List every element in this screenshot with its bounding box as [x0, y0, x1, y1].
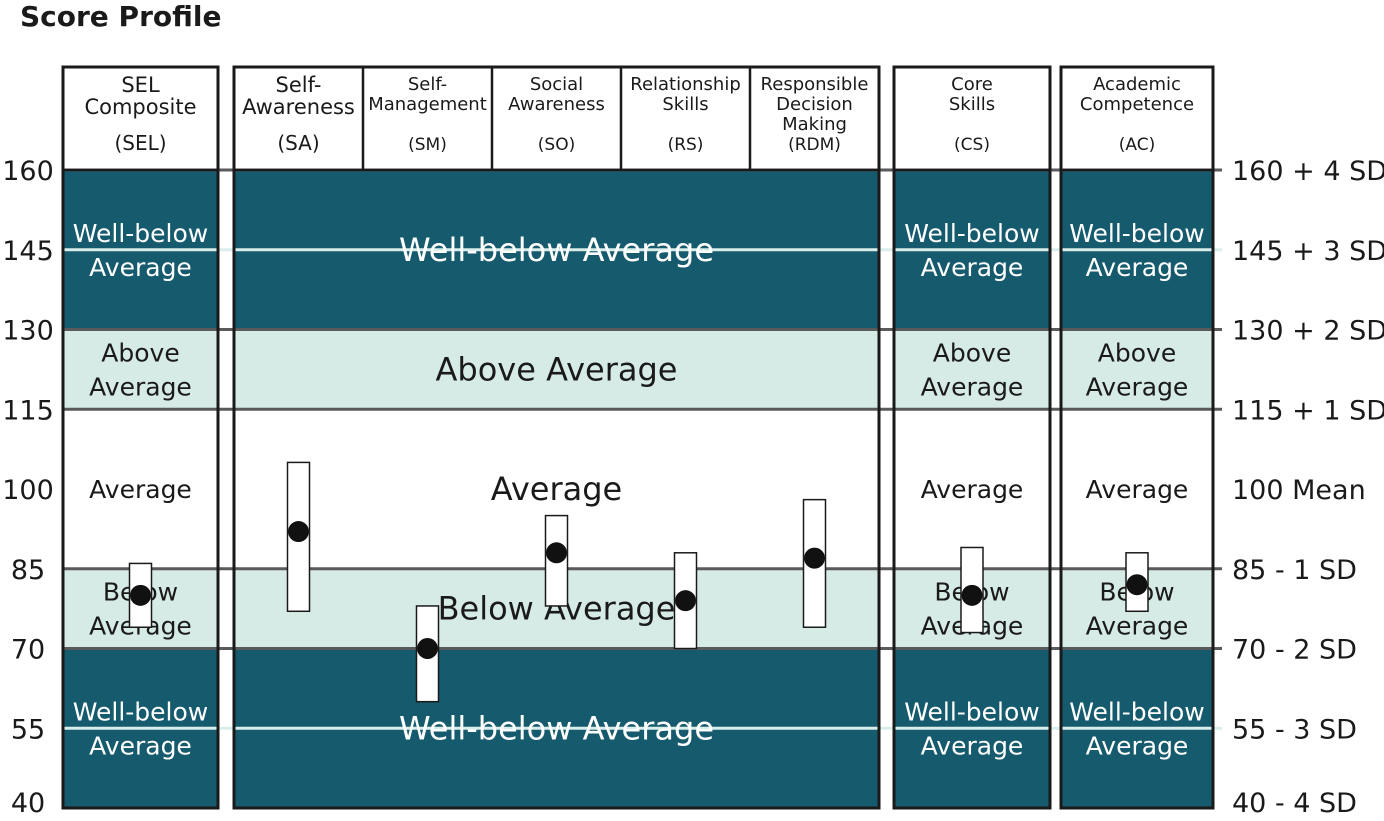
score-marker-sub-1	[417, 638, 438, 659]
column-header-sub-4-2: Making	[782, 114, 847, 135]
right-tick-label-145: 145 + 3 SD	[1232, 236, 1384, 267]
column-header-cs-0-0: Core	[951, 74, 993, 95]
left-tick-label-40: 40	[11, 788, 45, 819]
column-abbr-cs-0: (CS)	[954, 135, 990, 155]
panel-frame-ac	[1059, 65, 1215, 810]
column-header-sub-3-0: Relationship	[630, 74, 741, 95]
column-header-sub-2-0: Social	[530, 74, 583, 95]
right-tick-label-85: 85 - 1 SD	[1232, 555, 1357, 586]
page-title: Score Profile	[20, 0, 222, 33]
band-label-sel-0-0: Well-below	[73, 219, 209, 248]
column-header-sub-0-1: Awareness	[242, 95, 355, 119]
band-label-cs-0-1: Average	[921, 253, 1024, 282]
score-marker-sel-0	[130, 584, 151, 606]
right-tick-label-40: 40 - 4 SD	[1232, 788, 1357, 819]
band-label-sub-2: Average	[491, 470, 622, 508]
score-marker-cs-0	[961, 584, 983, 606]
column-header-sub-1-1: Management	[368, 94, 487, 115]
band-label-cs-4-0: Well-below	[904, 697, 1040, 726]
column-header-sub-4-1: Decision	[776, 94, 853, 115]
band-label-sel-1-1: Average	[89, 372, 192, 401]
score-marker-sub-0	[288, 521, 309, 543]
left-tick-label-70: 70	[11, 635, 45, 666]
band-label-sub-1: Above Average	[436, 350, 678, 388]
band-label-sel-1-0: Above	[101, 338, 179, 367]
left-tick-label-160: 160	[2, 156, 54, 187]
band-label-cs-1-0: Above	[933, 338, 1011, 367]
column-abbr-sub-4: (RDM)	[788, 135, 841, 155]
left-tick-label-115: 115	[2, 395, 54, 426]
band-label-ac-2-0: Average	[1086, 475, 1189, 504]
column-abbr-sub-1: (SM)	[408, 135, 447, 155]
band-cs-2	[894, 409, 1050, 569]
column-abbr-sub-0: (SA)	[277, 131, 319, 155]
band-label-sel-4-1: Average	[89, 731, 192, 760]
band-label-cs-1-1: Average	[921, 372, 1024, 401]
column-header-sub-0-0: Self-	[276, 73, 322, 97]
band-label-sel-0-1: Average	[89, 253, 192, 282]
left-tick-label-130: 130	[2, 316, 54, 347]
column-header-sub-4-0: Responsible	[761, 74, 869, 95]
band-cs-1	[894, 329, 1050, 410]
band-label-sub-4: Well-below Average	[399, 709, 714, 747]
band-label-ac-1-1: Average	[1086, 372, 1189, 401]
score-marker-sub-3	[675, 590, 696, 612]
right-tick-label-130: 130 + 2 SD	[1232, 316, 1384, 347]
right-tick-label-115: 115 + 1 SD	[1232, 395, 1384, 426]
column-abbr-ac-0: (AC)	[1119, 135, 1155, 155]
band-ac-1	[1061, 329, 1213, 410]
column-abbr-sub-3: (RS)	[668, 135, 704, 155]
band-label-cs-2-0: Average	[921, 475, 1024, 504]
band-ac-2	[1061, 409, 1213, 569]
panel-frame-sel	[61, 65, 220, 810]
band-label-ac-4-1: Average	[1086, 731, 1189, 760]
left-tick-label-145: 145	[2, 236, 54, 267]
band-label-ac-1-0: Above	[1098, 338, 1176, 367]
band-label-ac-0-0: Well-below	[1069, 219, 1205, 248]
left-tick-label-85: 85	[11, 555, 45, 586]
score-marker-sub-4	[804, 547, 825, 569]
right-tick-label-100: 100 Mean	[1232, 475, 1366, 506]
band-label-sel-2-0: Average	[89, 475, 192, 504]
column-header-cs-0-1: Skills	[949, 94, 995, 115]
band-label-sub-0: Well-below Average	[399, 231, 714, 269]
right-tick-label-160: 160 + 4 SD	[1232, 156, 1384, 187]
band-label-sel-4-0: Well-below	[73, 697, 209, 726]
column-abbr-sel-0: (SEL)	[114, 131, 166, 155]
column-header-sub-1-0: Self-	[408, 74, 447, 95]
band-sel-1	[63, 329, 218, 410]
band-label-ac-4-0: Well-below	[1069, 697, 1205, 726]
band-label-cs-0-0: Well-below	[904, 219, 1040, 248]
column-header-sel-0-1: Composite	[84, 95, 196, 119]
right-tick-label-70: 70 - 2 SD	[1232, 635, 1357, 666]
band-label-ac-0-1: Average	[1086, 253, 1189, 282]
panel-frame-cs	[892, 65, 1052, 810]
column-header-ac-0-1: Competence	[1080, 94, 1194, 115]
column-header-ac-0-0: Academic	[1093, 74, 1181, 95]
score-marker-sub-2	[546, 542, 567, 564]
score-marker-ac-0	[1126, 574, 1148, 596]
band-sel-2	[63, 409, 218, 569]
band-label-ac-3-1: Average	[1086, 612, 1189, 641]
band-sub-1	[234, 329, 879, 410]
column-header-sel-0-0: SEL	[121, 73, 160, 97]
panel-frame-sub	[232, 65, 881, 810]
left-tick-label-100: 100	[2, 475, 54, 506]
column-abbr-sub-2: (SO)	[538, 135, 575, 155]
column-header-sub-2-1: Awareness	[508, 94, 605, 115]
right-tick-label-55: 55 - 3 SD	[1232, 714, 1357, 745]
band-label-cs-4-1: Average	[921, 731, 1024, 760]
column-header-sub-3-1: Skills	[662, 94, 708, 115]
left-tick-label-55: 55	[11, 714, 45, 745]
